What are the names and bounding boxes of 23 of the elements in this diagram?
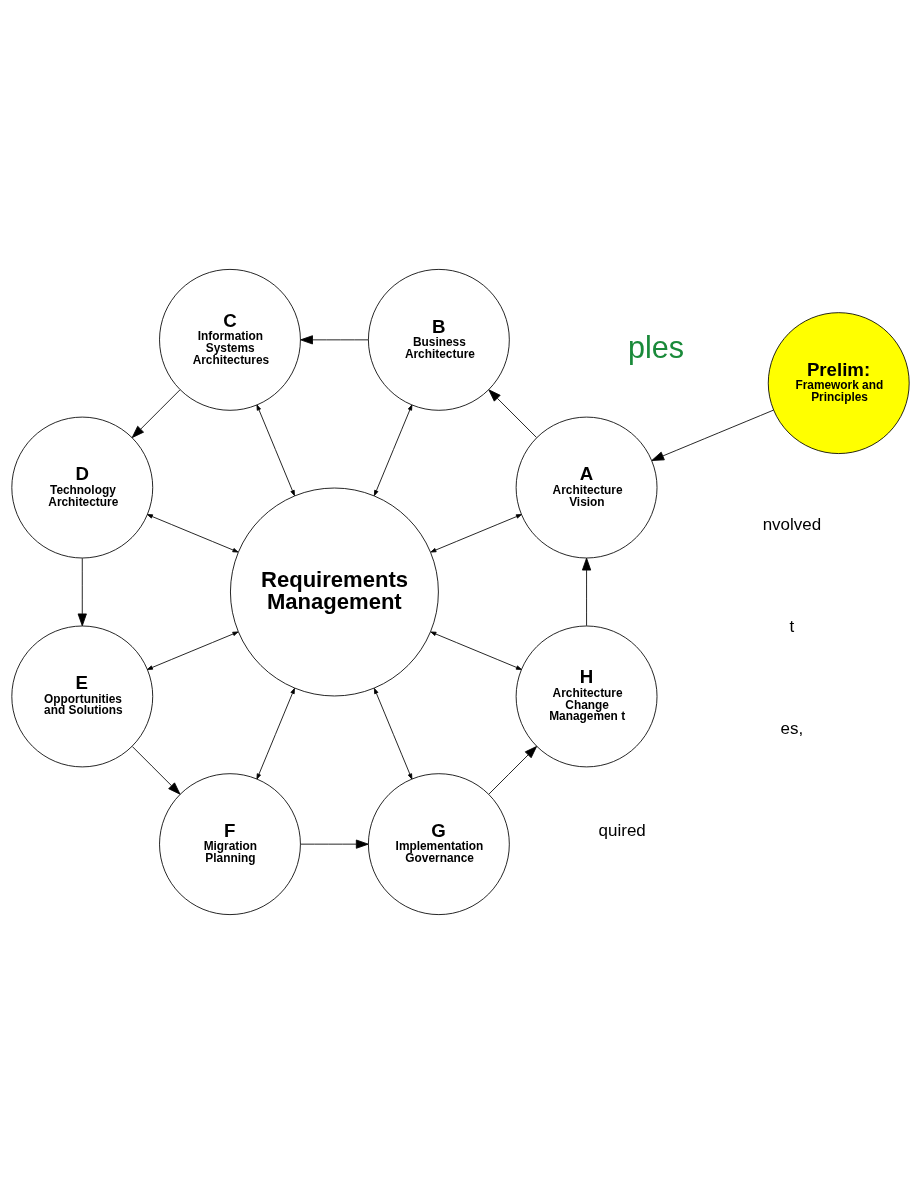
arrow xyxy=(373,687,413,779)
arrow xyxy=(488,388,537,438)
arrow xyxy=(300,334,369,344)
arrow xyxy=(146,513,239,552)
label: es, xyxy=(780,718,804,738)
arrow xyxy=(300,839,369,849)
arrow xyxy=(256,687,295,779)
label: t xyxy=(789,616,795,636)
arrow xyxy=(77,557,87,626)
arrow xyxy=(131,745,181,795)
label: ples xyxy=(628,329,685,364)
arrow xyxy=(651,409,774,461)
arrow xyxy=(430,631,522,670)
label: nvolved xyxy=(762,514,822,534)
arrow xyxy=(146,631,239,670)
label: quired xyxy=(598,820,646,840)
arrow xyxy=(373,404,413,496)
arrow xyxy=(131,388,181,438)
arrow xyxy=(488,745,538,795)
arrow xyxy=(582,557,592,626)
arrow xyxy=(256,404,295,496)
arrow xyxy=(430,513,522,552)
node-circle: Prelim: Framework and Principles xyxy=(767,311,910,454)
